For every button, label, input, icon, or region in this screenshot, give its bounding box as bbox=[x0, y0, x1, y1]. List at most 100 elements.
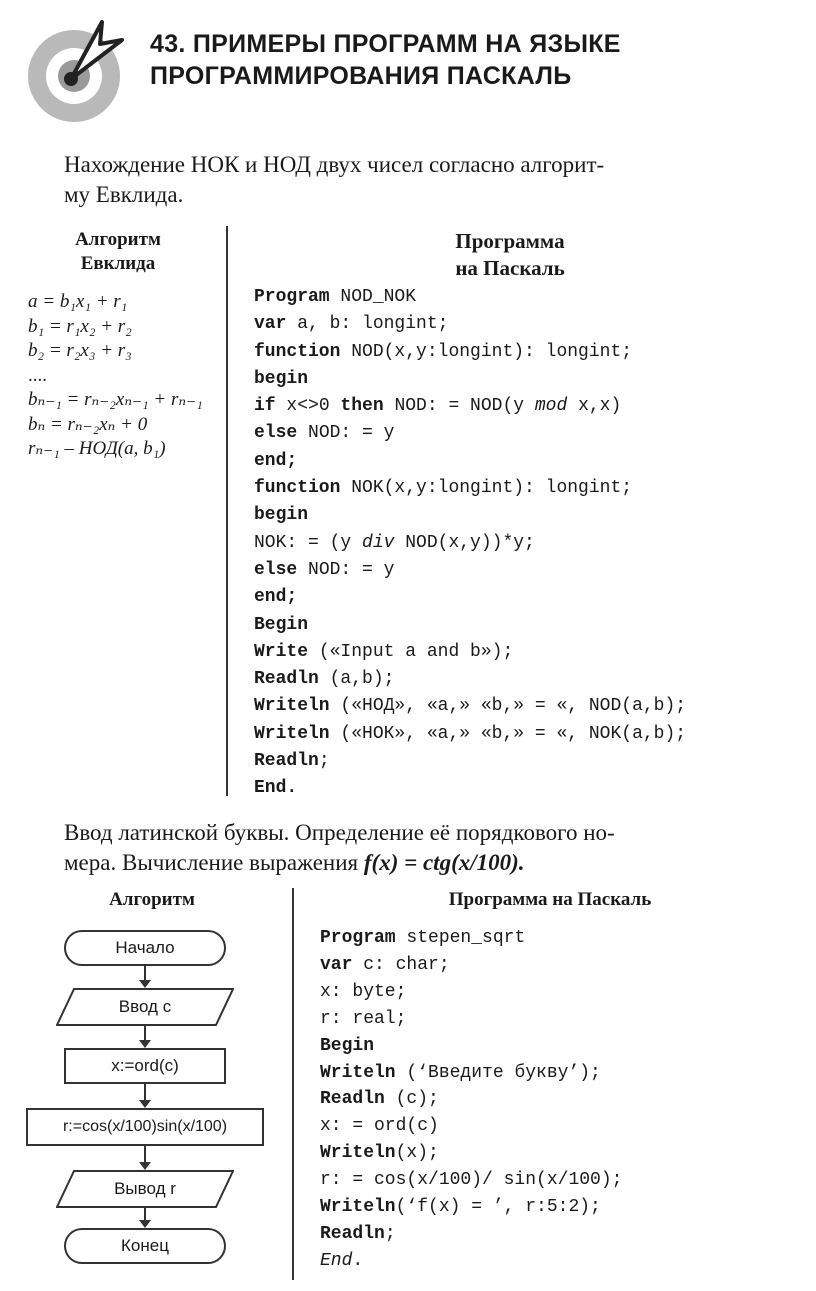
code-line: Writeln (‘Введите букву’); bbox=[320, 1060, 622, 1087]
formula-line: b₁ = r₁x₂ + r₂ bbox=[28, 315, 132, 337]
code-text: NOD(x,y))*y; bbox=[394, 532, 535, 553]
code-text: . bbox=[352, 1250, 364, 1271]
intro-line: Нахождение НОК и НОД двух чисел согласно… bbox=[64, 152, 605, 177]
code-keyword: Writeln bbox=[320, 1197, 396, 1218]
heading-line: Алгоритм bbox=[75, 229, 161, 250]
code-text: (a,b); bbox=[318, 669, 395, 690]
code-line: x: = ord(c) bbox=[320, 1113, 622, 1140]
code-line: x: byte; bbox=[320, 979, 622, 1006]
code-keyword: Readln bbox=[320, 1223, 385, 1244]
code-operator: mod bbox=[534, 396, 568, 417]
code-keyword: function bbox=[254, 341, 341, 362]
code-keyword: Readln bbox=[254, 751, 319, 772]
flowchart-arrow bbox=[139, 1084, 151, 1108]
intro-text: мера. Вычисление выражения bbox=[64, 850, 364, 875]
pascal-program-heading: Программа на Паскаль bbox=[448, 889, 652, 910]
code-keyword: Program bbox=[254, 287, 330, 307]
code-line: Writeln («НОК», «a,» «b,» = «, NOK(a,b); bbox=[254, 721, 686, 748]
code-text: x,x) bbox=[567, 396, 622, 417]
code-keyword: begin bbox=[254, 505, 309, 526]
code-line: Program stepen_sqrt bbox=[320, 925, 622, 952]
code-keyword: Begin bbox=[320, 1035, 375, 1056]
code-line: else NOD: = y bbox=[254, 420, 686, 447]
code-keyword: Writeln bbox=[320, 1143, 396, 1164]
code-line: end; bbox=[254, 448, 686, 475]
code-text: r: = cos(x/100)/ sin(x/100); bbox=[320, 1170, 623, 1191]
formula-line: a = b₁x₁ + r₁ bbox=[28, 291, 128, 312]
code-keyword: Readln bbox=[320, 1089, 385, 1110]
code-text: NOD_NOK bbox=[329, 287, 417, 307]
euclid-formulas: a = b₁x₁ + r₁ b₁ = r₁x₂ + r₂ b₂ = r₂x₃ +… bbox=[28, 290, 203, 462]
algorithm-heading: Алгоритм bbox=[109, 889, 195, 910]
heading-line: на Паскаль bbox=[455, 256, 565, 280]
flowchart-arrow bbox=[139, 1146, 151, 1170]
code-keyword: End. bbox=[254, 778, 298, 799]
title-line-1: 43. ПРИМЕРЫ ПРОГРАММ НА ЯЗЫКЕ bbox=[150, 30, 621, 58]
code-text: a, b: longint; bbox=[286, 314, 449, 335]
code-keyword: var bbox=[320, 954, 353, 975]
flowchart-input-label: Ввод c bbox=[118, 997, 172, 1016]
code-text: x: byte; bbox=[320, 981, 407, 1002]
formula: f(x) = ctg(x/100). bbox=[363, 850, 525, 875]
flowchart-output-shape bbox=[56, 1170, 234, 1208]
code-line: var a, b: longint; bbox=[254, 311, 686, 338]
flowchart: Начало Ввод c x:=ord(c) r:=cos(x/100)sin… bbox=[0, 0, 300, 1291]
code-text: ; bbox=[384, 1223, 396, 1244]
flowchart-end: Конец bbox=[64, 1228, 226, 1264]
flowchart-arrow bbox=[139, 966, 151, 988]
code-line: Begin bbox=[254, 612, 686, 639]
formula-line: bₙ₋₁ = rₙ₋₂xₙ₋₁ + rₙ₋₁ bbox=[28, 389, 203, 410]
section2-intro: Ввод латинской буквы. Определение её пор… bbox=[64, 818, 784, 878]
code-keyword: else bbox=[254, 559, 298, 580]
heading-line: Программа bbox=[455, 229, 565, 253]
code-line: function NOK(x,y:longint): longint; bbox=[254, 475, 686, 502]
flowchart-output-label: Вывод r bbox=[114, 1179, 176, 1198]
code-keyword: then bbox=[340, 396, 384, 417]
code-line: Writeln(‘f(x) = ’, r:5:2); bbox=[320, 1194, 622, 1221]
code-keyword: Writeln bbox=[320, 1062, 396, 1083]
code-text: ; bbox=[318, 751, 330, 772]
code-line: end; bbox=[254, 584, 686, 611]
page-title: 43. ПРИМЕРЫ ПРОГРАММ НА ЯЗЫКЕ ПРОГРАММИР… bbox=[150, 28, 621, 92]
intro-line: мера. Вычисление выражения f(x) = ctg(x/… bbox=[64, 848, 784, 878]
code-text: NOD(x,y:longint): longint; bbox=[340, 341, 633, 362]
code-text: («Input a and b»); bbox=[308, 641, 514, 662]
code-operator: div bbox=[362, 532, 395, 553]
title-line-2: ПРОГРАММИРОВАНИЯ ПАСКАЛЬ bbox=[150, 62, 572, 90]
code-operator: End bbox=[320, 1250, 353, 1271]
code-keyword: Write bbox=[254, 641, 309, 662]
code-text: («НОД», «a,» «b,» = «, NOD(a,b); bbox=[329, 696, 687, 717]
pascal-program-heading: Программа на Паскаль bbox=[380, 228, 640, 282]
code-text: x: = ord(c) bbox=[320, 1116, 439, 1137]
code-line: End. bbox=[320, 1248, 622, 1275]
target-logo-icon bbox=[28, 20, 124, 122]
code-line: if x<>0 then NOD: = NOD(y mod x,x) bbox=[254, 393, 686, 420]
code-line: NOK: = (y div NOD(x,y))*y; bbox=[254, 530, 686, 557]
flowchart-arrow bbox=[139, 1208, 151, 1228]
code-line: Readln (c); bbox=[320, 1086, 622, 1113]
section1-intro: Нахождение НОК и НОД двух чисел согласно… bbox=[64, 150, 784, 210]
code-text: (c); bbox=[384, 1089, 439, 1110]
code-line: begin bbox=[254, 366, 686, 393]
code-keyword: end; bbox=[254, 587, 298, 608]
flowchart-arrow bbox=[139, 1026, 151, 1048]
column-divider bbox=[226, 226, 228, 796]
code-line: Readln; bbox=[254, 748, 686, 775]
code-keyword: Writeln bbox=[254, 723, 330, 744]
code-keyword: Readln bbox=[254, 669, 319, 690]
formula-line: b₂ = r₂x₃ + r₃ bbox=[28, 340, 132, 361]
flowchart-process: x:=ord(c) bbox=[64, 1048, 226, 1084]
code-text: r: real; bbox=[320, 1008, 407, 1029]
column-divider bbox=[292, 888, 294, 1280]
euclid-algorithm-heading: Алгоритм Евклида bbox=[38, 228, 198, 276]
code-line: End. bbox=[254, 775, 686, 802]
code-keyword: Begin bbox=[254, 614, 309, 635]
code-keyword: Program bbox=[320, 928, 396, 948]
code-line: function NOD(x,y:longint): longint; bbox=[254, 339, 686, 366]
code-keyword: end; bbox=[254, 450, 298, 471]
intro-line: Ввод латинской буквы. Определение её пор… bbox=[64, 820, 615, 845]
intro-line: му Евклида. bbox=[64, 182, 184, 207]
code-keyword: if bbox=[254, 396, 276, 417]
